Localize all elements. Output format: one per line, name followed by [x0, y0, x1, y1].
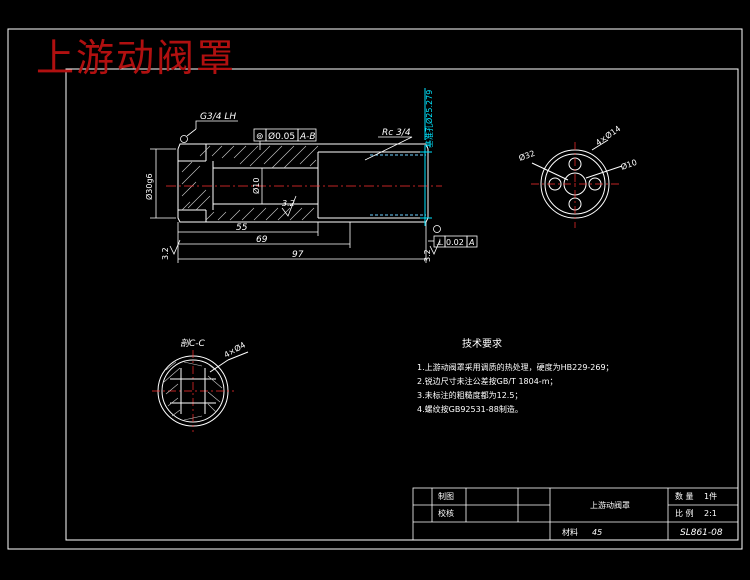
tech-req-item-4: 4.螺纹按GB92531-88制造。	[417, 404, 523, 414]
dim-97: 97	[292, 250, 304, 260]
geo-tol-symbol: ⊚	[256, 132, 264, 142]
drawing-title: 上游动阀罩	[36, 36, 236, 80]
dia-inner-label: Ø10	[251, 178, 261, 194]
section-view	[152, 350, 249, 432]
section-label: 剖C-C	[180, 338, 206, 349]
tb-part-name: 上游动阀罩	[590, 500, 630, 510]
runout-symbol: ⊥	[436, 238, 444, 248]
thread-left-label: G3/4 LH	[200, 112, 236, 122]
roughness-mid-label: 3.2	[282, 199, 295, 208]
tb-material-label: 材料	[562, 527, 578, 537]
cyan-dimension-label: 基准孔Ø25.279	[424, 90, 434, 148]
tb-qty-value: 1件	[704, 491, 717, 501]
outer-frame	[7, 28, 743, 550]
main-view	[166, 143, 442, 223]
title-block	[412, 487, 739, 541]
tech-req-item-3: 3.未标注的粗糙度都为12.5；	[417, 390, 522, 400]
inner-frame	[65, 68, 739, 541]
roughness-left-label: 3.2	[161, 247, 170, 260]
dia-left-label: Ø30g6	[144, 173, 154, 200]
roughness-right-label: 3.2	[423, 249, 432, 262]
tb-drawing-no: SL861-08	[680, 528, 723, 538]
tb-scale-label: 比 例	[675, 508, 694, 518]
thread-right-label: Rc 3/4	[382, 128, 411, 138]
tb-scale-value: 2:1	[704, 509, 717, 518]
dim-55: 55	[236, 223, 248, 233]
end-view	[531, 139, 623, 228]
tb-material-value: 45	[592, 528, 602, 537]
tb-checked-label: 校核	[438, 508, 454, 518]
runout-value: 0.02	[446, 238, 464, 247]
tech-req-heading: 技术要求	[462, 337, 502, 350]
geo-tol-value: Ø0.05	[268, 131, 295, 142]
dim-69: 69	[256, 235, 268, 245]
tech-req-item-2: 2.锐边尺寸未注公差按GB/T 1804-m；	[417, 376, 557, 386]
runout-datum: A	[468, 238, 474, 247]
tb-drawn-label: 制图	[438, 491, 454, 501]
tb-qty-label: 数 量	[675, 491, 694, 501]
geo-tol-datum: A-B	[299, 132, 316, 142]
tech-req-item-1: 1.上游动阀罩采用调质的热处理，硬度为HB229-269；	[417, 362, 614, 372]
